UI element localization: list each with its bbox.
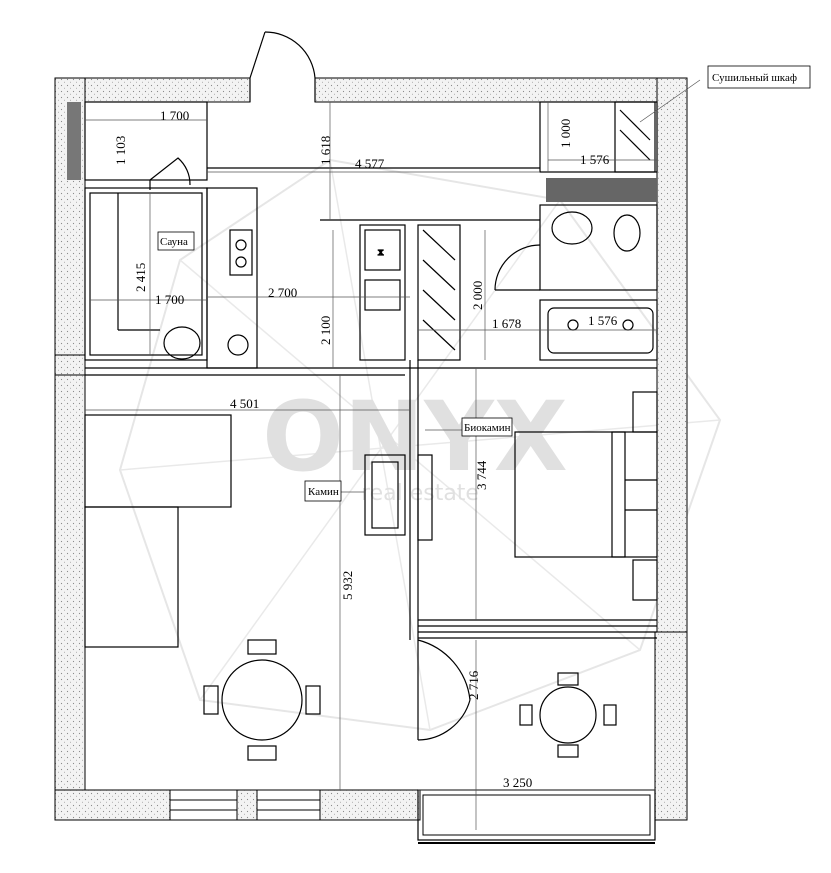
dim-wc-width-b: 1 576	[588, 313, 618, 328]
dim-wc-width-a: 1 678	[492, 316, 521, 331]
dim-bedroom-depth: 3 744	[474, 460, 489, 490]
dim-living-width: 4 501	[230, 396, 259, 411]
dim-sauna-depth: 2 415	[133, 263, 148, 292]
interior-walls: x	[67, 101, 658, 844]
label-biofireplace: Биокамин	[461, 417, 513, 437]
dim-dryer-depth: 1 000	[558, 119, 573, 148]
label-fireplace-text: Камин	[308, 486, 339, 498]
dim-balcony-width: 3 250	[503, 775, 532, 790]
dim-sauna-width: 1 700	[155, 292, 184, 307]
dim-kitchen-width: 2 700	[268, 285, 297, 300]
watermark: ONYX real estate	[118, 158, 722, 732]
bottom-windows	[169, 789, 321, 821]
dim-entry-depth: 1 618	[318, 136, 333, 165]
dim-bath-width: 1 700	[160, 108, 189, 123]
label-drying-cabinet-text: Сушильный шкаф	[712, 72, 797, 84]
dim-dryer-width: 1 576	[580, 152, 610, 167]
watermark-tagline: real estate	[361, 481, 479, 506]
dim-balcony-depth: 2 716	[466, 670, 481, 700]
dim-kitchen-depth: 2 100	[318, 316, 333, 345]
label-fireplace: Камин	[304, 480, 342, 502]
cross-mark: x	[378, 246, 384, 258]
label-sauna-text: Сауна	[160, 236, 188, 248]
label-sauna: Сауна	[157, 231, 195, 251]
dim-living-depth: 5 932	[340, 571, 355, 600]
watermark-brand: ONYX	[262, 381, 567, 493]
dimension-lines	[85, 79, 701, 830]
label-biofireplace-text: Биокамин	[464, 422, 511, 434]
label-drying-cabinet: Сушильный шкаф	[707, 65, 811, 89]
dim-corridor-length: 4 577	[355, 156, 385, 171]
dim-hall-depth: 2 000	[470, 281, 485, 310]
dim-bath-depth: 1 103	[113, 136, 128, 165]
entrance-door	[249, 31, 316, 102]
